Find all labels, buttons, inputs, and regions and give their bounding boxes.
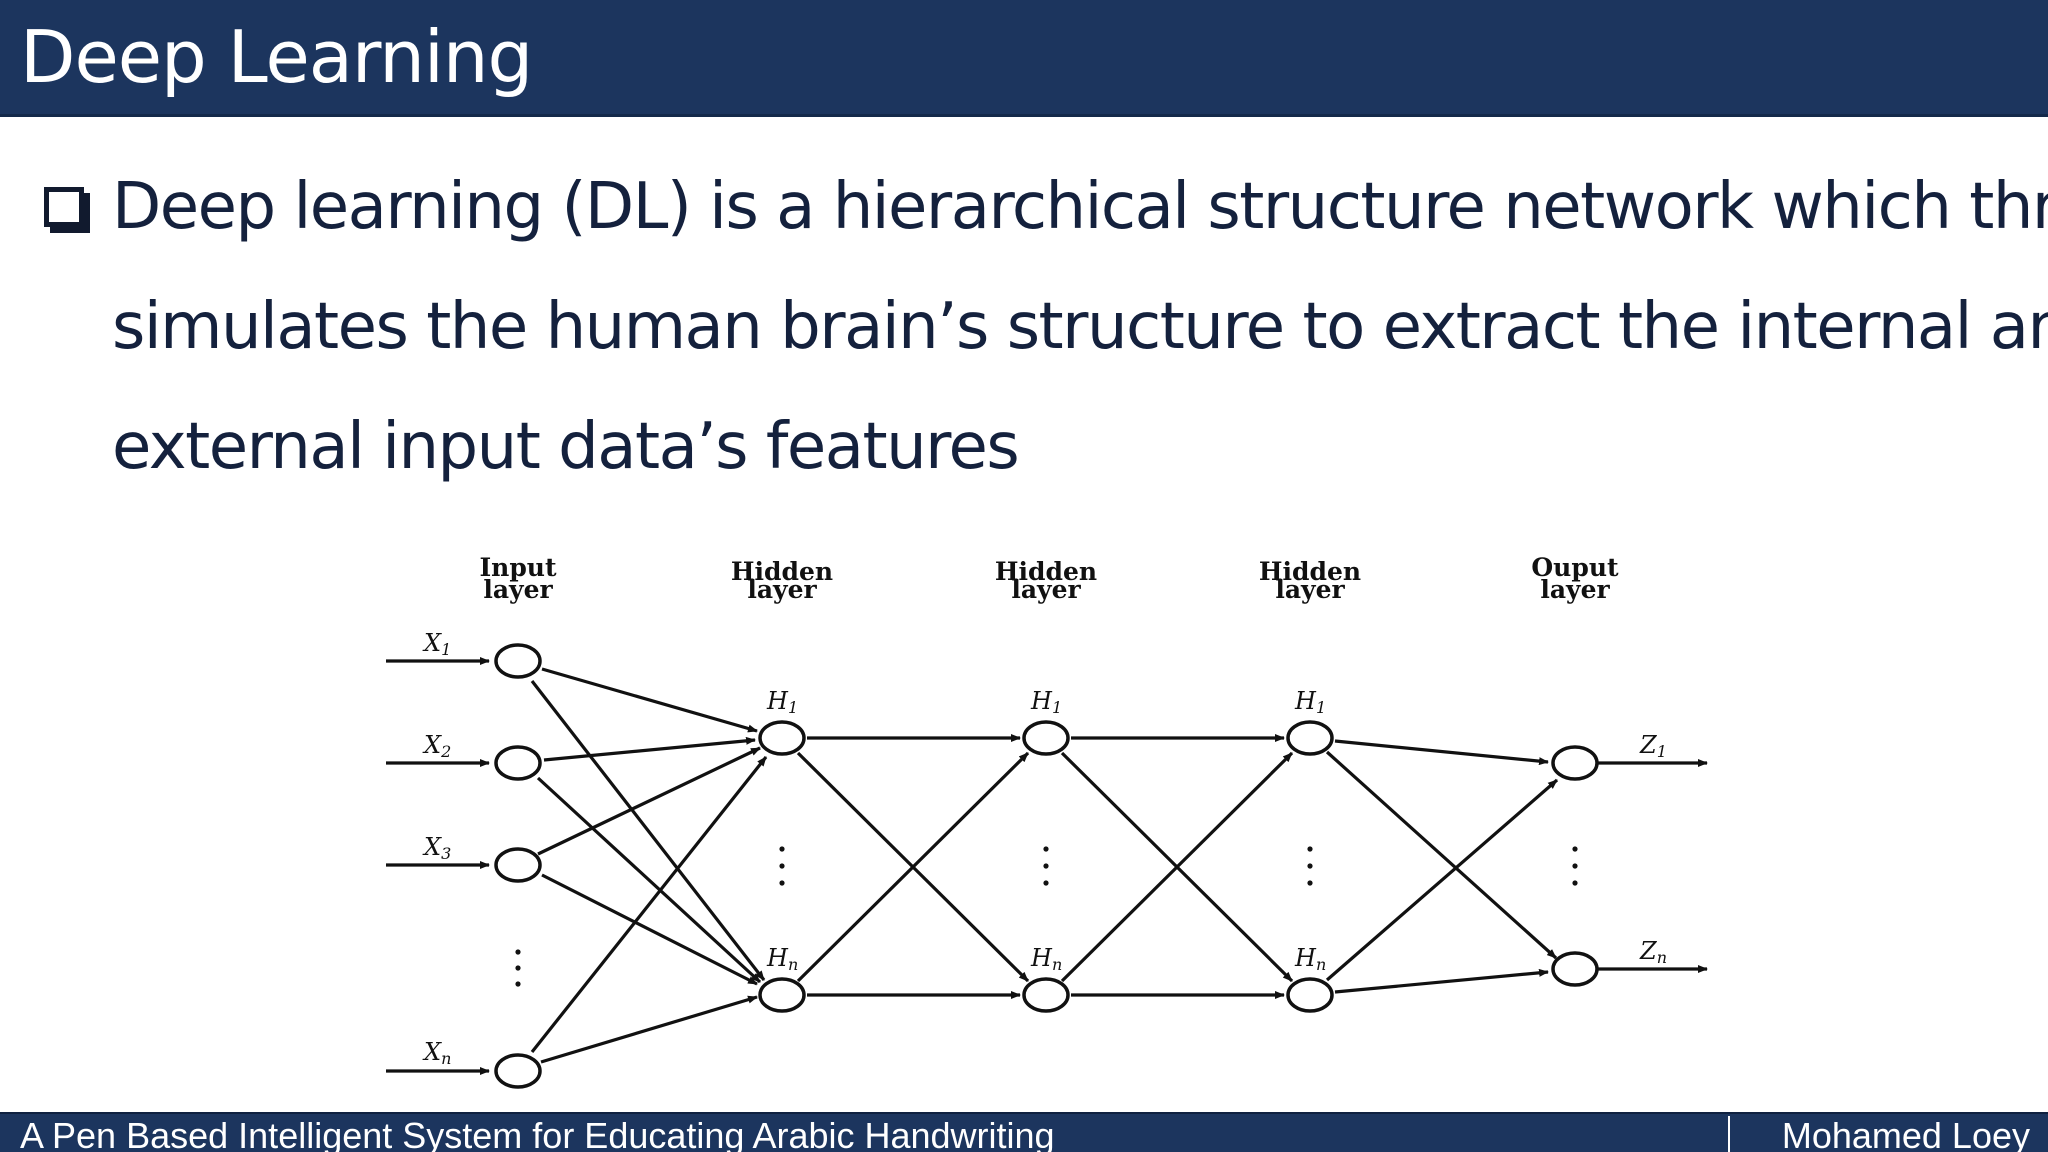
label-hidden3-h1-sub: 1 (1316, 698, 1326, 717)
label-hidden1-hn-main: H (766, 944, 789, 972)
edge-hna-h1b (796, 751, 1030, 983)
output-ellipsis-icon (1572, 846, 1578, 886)
label-hidden3-hn-sub: n (1316, 955, 1326, 974)
label-xn-sub: n (441, 1049, 451, 1068)
label-z1-sub: 1 (1657, 742, 1667, 761)
label-z1: Z1 (1639, 731, 1667, 761)
edge-x1-hn (530, 680, 766, 981)
label-x1: X1 (422, 629, 451, 659)
bullet-text-line-2: simulates the human brain’s structure to… (112, 290, 2048, 364)
label-hidden1-h1-main: H (766, 687, 789, 715)
edge-xn-h1 (530, 756, 768, 1053)
layer-label-output-line1: Ouput (1531, 553, 1619, 582)
edge-x2-hn (536, 776, 762, 984)
edge-hnc-z1 (1325, 778, 1559, 982)
input-node-x2 (494, 745, 542, 781)
hidden3-node-h1 (1286, 720, 1334, 756)
footer-bar: A Pen Based Intelligent System for Educa… (0, 1112, 2048, 1152)
label-x2-main: X (422, 731, 442, 759)
neural-network-diagram: Input layer Hidden layer Hidden layer Hi… (386, 553, 1708, 1089)
label-hidden2-hn: Hn (1030, 944, 1062, 974)
input-node-x1 (494, 643, 542, 679)
title-bar: Deep Learning (0, 0, 2048, 117)
edge-x1-h1 (541, 667, 758, 733)
label-x1-sub: 1 (441, 640, 451, 659)
edge-x3-h1 (537, 746, 761, 856)
output-node-z1 (1551, 745, 1599, 781)
layer-label-hidden2-line1: Hidden (995, 557, 1097, 586)
footer-divider (1728, 1116, 1730, 1152)
hidden1-node-hn (758, 977, 806, 1013)
hidden2-node-hn (1022, 977, 1070, 1013)
layer-label-input-line2: layer (483, 575, 553, 604)
layer-label-hidden3-line1: Hidden (1259, 557, 1361, 586)
label-zn-sub: n (1657, 948, 1667, 967)
label-xn: Xn (422, 1038, 451, 1068)
input-ellipsis-icon (515, 949, 521, 987)
hidden3-ellipsis-icon (1307, 846, 1313, 886)
label-hidden1-hn-sub: n (788, 955, 798, 974)
layer-label-input-line1: Input (479, 553, 557, 582)
hidden2-ellipsis-icon (1043, 846, 1049, 886)
label-zn: Zn (1639, 937, 1667, 967)
label-x2-sub: 2 (440, 742, 451, 761)
hidden1-ellipsis-icon (779, 846, 785, 886)
layer-label-output-line2: layer (1540, 575, 1610, 604)
label-zn-main: Z (1639, 937, 1658, 965)
label-hidden2-h1-main: H (1030, 687, 1053, 715)
edge-x2-h1 (543, 736, 756, 762)
label-hidden2-hn-main: H (1030, 944, 1053, 972)
label-x3: X3 (422, 833, 451, 863)
hidden1-node-h1 (758, 720, 806, 756)
edge-hnb-h1c (1060, 751, 1294, 983)
output-node-zn (1551, 951, 1599, 987)
footer-author: Mohamed Loey (1781, 1115, 2030, 1152)
label-z1-main: Z (1639, 731, 1658, 759)
label-hidden3-h1-main: H (1294, 687, 1317, 715)
label-hidden1-h1-sub: 1 (788, 698, 798, 717)
label-xn-main: X (422, 1038, 442, 1066)
label-hidden2-h1: H1 (1030, 687, 1062, 717)
hidden3-node-hn (1286, 977, 1334, 1013)
layer-label-hidden2-line2: layer (1011, 575, 1081, 604)
label-x3-sub: 3 (441, 844, 451, 863)
slide-title: Deep Learning (20, 15, 533, 99)
layer-label-hidden3-line2: layer (1275, 575, 1345, 604)
label-x3-main: X (422, 833, 442, 861)
hidden2-node-h1 (1022, 720, 1070, 756)
label-hidden1-hn: Hn (766, 944, 798, 974)
edge-x3-hn (541, 873, 758, 986)
label-hidden2-hn-sub: n (1052, 955, 1062, 974)
label-hidden3-hn-main: H (1294, 944, 1317, 972)
label-hidden3-h1: H1 (1294, 687, 1326, 717)
label-hidden3-hn: Hn (1294, 944, 1326, 974)
label-hidden2-h1-sub: 1 (1052, 698, 1062, 717)
label-hidden1-h1: H1 (766, 687, 798, 717)
checkbox-bullet-icon (44, 187, 84, 227)
bullet-text-line-1: Deep learning (DL) is a hierarchical str… (112, 170, 2048, 244)
label-x2: X2 (422, 731, 451, 761)
footer-course-title: A Pen Based Intelligent System for Educa… (20, 1115, 1055, 1152)
label-x1-main: X (422, 629, 442, 657)
edge-h1c-zn (1325, 750, 1558, 960)
edge-h1c-z1 (1334, 739, 1549, 766)
input-node-x3 (494, 847, 542, 883)
input-node-xn (494, 1053, 542, 1089)
layer-label-hidden1-line1: Hidden (731, 557, 833, 586)
bullet-text-line-3: external input data’s features (112, 410, 1020, 484)
edge-xn-hn (540, 995, 758, 1064)
layer-label-hidden1-line2: layer (747, 575, 817, 604)
edge-hnc-zn (1334, 968, 1549, 994)
